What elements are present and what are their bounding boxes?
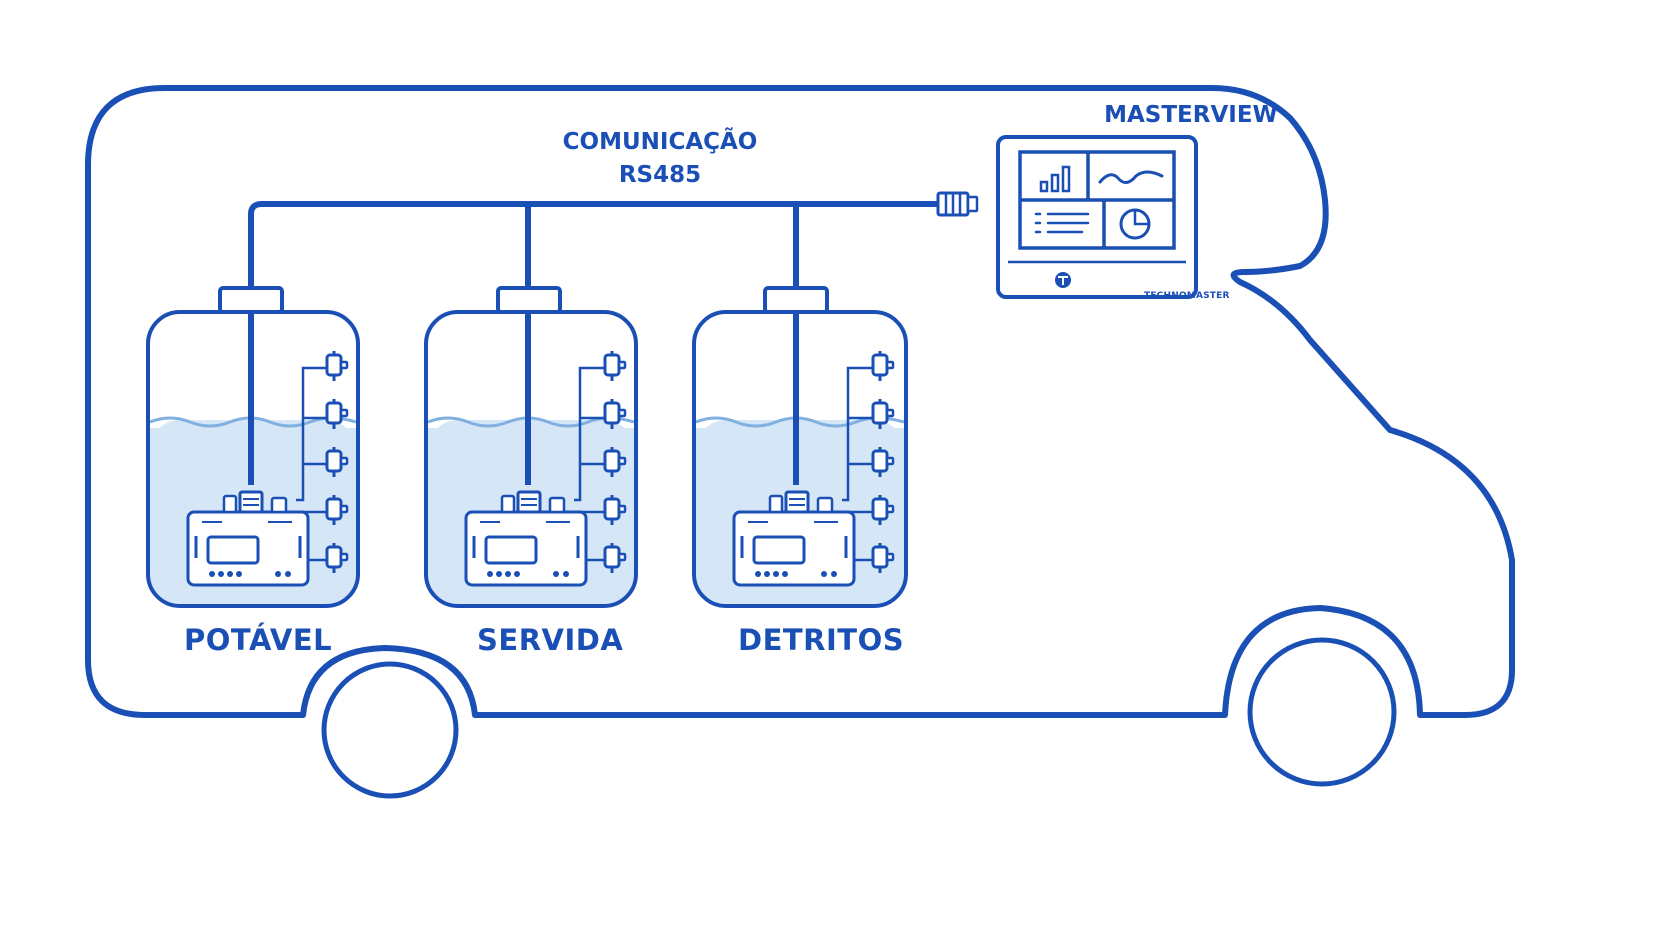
bar-chart-icon bbox=[1039, 165, 1071, 193]
tank-servida bbox=[424, 286, 638, 608]
rear-wheel bbox=[321, 661, 459, 799]
tank-label-servida: SERVIDA bbox=[477, 623, 624, 657]
rs485-label-line2: RS485 bbox=[618, 162, 702, 188]
pie-chart-icon bbox=[1119, 208, 1151, 240]
rs485-label: COMUNICAÇÃO RS485 bbox=[520, 126, 800, 192]
masterview-title: MASTERVIEW bbox=[1104, 102, 1278, 128]
connector-icon bbox=[936, 191, 979, 217]
brand-label: TECHNOMASTER bbox=[1144, 291, 1230, 301]
tank-potavel bbox=[146, 286, 360, 608]
rs485-bus bbox=[248, 201, 943, 488]
tank-detritos bbox=[692, 286, 908, 608]
tank-label-potavel: POTÁVEL bbox=[184, 623, 333, 657]
front-wheel bbox=[1247, 637, 1397, 787]
line-chart-icon bbox=[1098, 170, 1164, 184]
masterview-panel bbox=[996, 135, 1198, 299]
rs485-label-line1: COMUNICAÇÃO bbox=[562, 129, 758, 155]
tank-label-detritos: DETRITOS bbox=[738, 623, 905, 657]
list-icon bbox=[1034, 212, 1090, 234]
technomaster-logo-icon bbox=[1055, 272, 1071, 288]
